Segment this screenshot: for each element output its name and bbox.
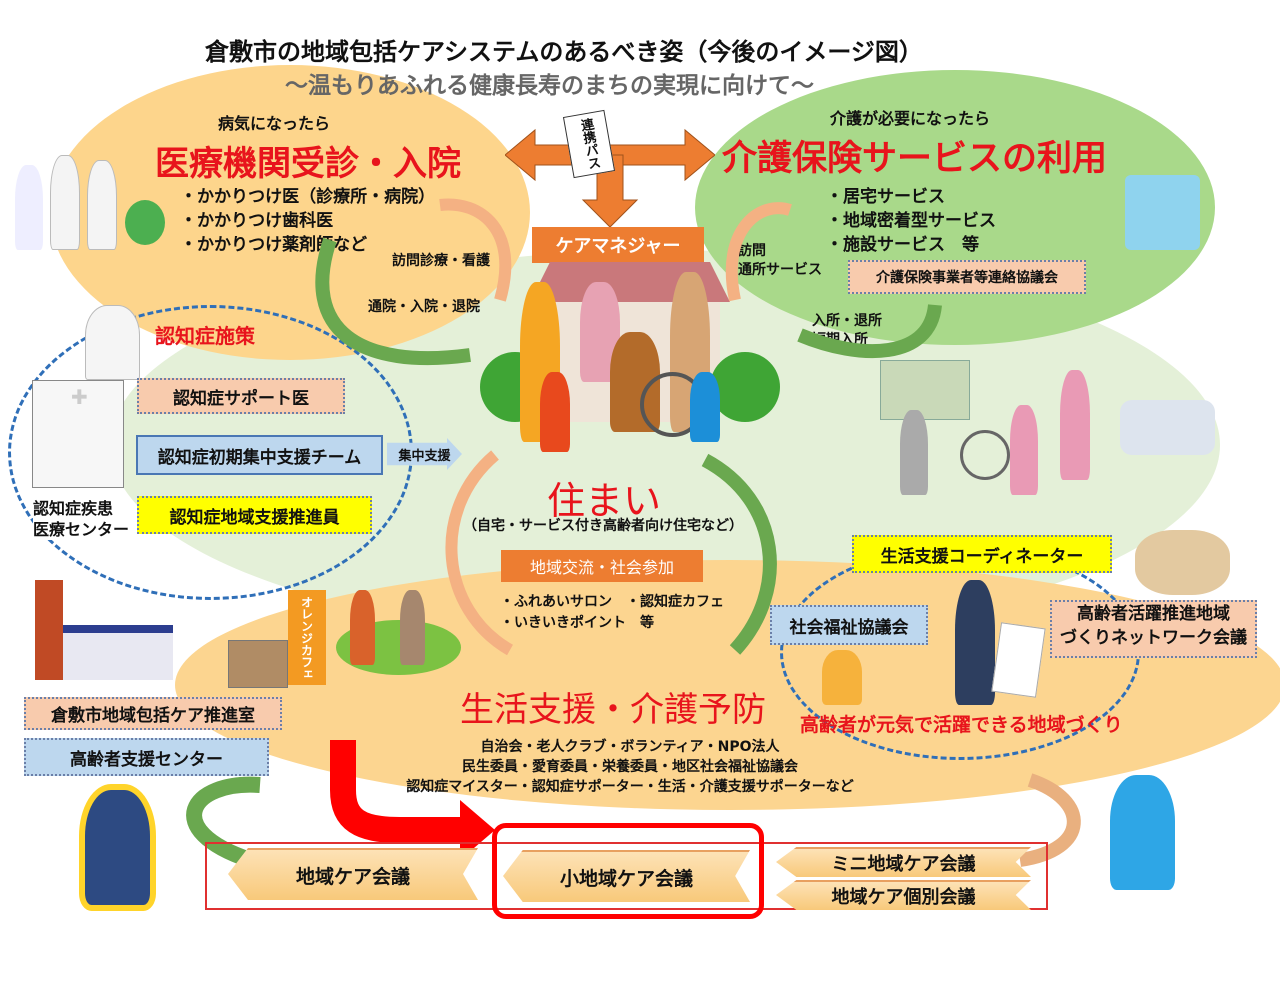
orange-cafe-label: オレンジカフェ xyxy=(299,595,314,680)
orange-cafe-leaflet: オレンジカフェ xyxy=(288,590,326,685)
cook-illustration xyxy=(822,650,862,705)
page-subtitle: ～温もりあふれる健康長寿のまちの実現に向けて～ xyxy=(285,73,814,99)
meeting-illustration xyxy=(1135,530,1230,595)
care-heading: 介護保険サービスの利用 xyxy=(722,139,1108,179)
housing-sub: （自宅・サービス付き高齢者向け住宅など） xyxy=(463,518,743,534)
family-house-illustration xyxy=(480,262,780,462)
exchange-item: ・ふれあいサロン ・認知症カフェ xyxy=(500,594,724,610)
exchange-items: ・ふれあいサロン ・認知症カフェ・いきいきポイント 等 xyxy=(500,592,724,634)
label: 訪問 xyxy=(738,243,766,259)
promoter-box: 認知症地域支援推進員 xyxy=(137,496,372,534)
cafe-photo xyxy=(228,640,288,688)
support-doctor-box: 認知症サポート医 xyxy=(137,378,345,414)
care-items: ・居宅サービス ・地域密着型サービス ・施設サービス 等 xyxy=(826,185,996,257)
label: 入所・退所 xyxy=(812,313,882,329)
care-manager-label: ケアマネジャー xyxy=(532,227,704,263)
medical-pre: 病気になったら xyxy=(218,114,331,133)
dementia-heading: 認知症施策 xyxy=(155,324,255,348)
mini-meeting[interactable]: ミニ地域ケア会議 xyxy=(776,847,1031,877)
meetings-frame xyxy=(205,842,1048,910)
life-lines: 自治会・老人クラブ・ボランティア・NPO法人民生委員・愛育委員・栄養委員・地区社… xyxy=(390,737,870,797)
life-heading: 生活支援・介護予防 xyxy=(460,690,766,730)
active-community-label: 高齢者が元気で活躍できる地域づくり xyxy=(800,714,1123,736)
exercise-person xyxy=(400,590,425,665)
small-area-meeting[interactable]: 小地域ケア会議 xyxy=(503,850,750,902)
medical-items: ・かかりつけ医（診療所・病院） ・かかりつけ歯科医 ・かかりつけ薬剤師など xyxy=(180,185,435,257)
bath-care-illustration xyxy=(1125,175,1200,250)
housing-heading: 住まい xyxy=(547,479,662,523)
individual-meeting[interactable]: 地域ケア個別会議 xyxy=(776,880,1031,910)
coordinator-box: 生活支援コーディネーター xyxy=(852,535,1112,573)
shakyo-box: 社会福祉協議会 xyxy=(770,605,928,645)
label: づくりネットワーク会議 xyxy=(1060,628,1247,648)
medical-item: ・かかりつけ歯科医 xyxy=(180,211,334,231)
exchange-box: 地域交流・社会参加 xyxy=(501,550,703,582)
page-title: 倉敷市の地域包括ケアシステムのあるべき姿（今後のイメージ図） xyxy=(205,38,923,66)
doctor-illustration xyxy=(85,305,140,380)
initial-team-box: 認知症初期集中支援チーム xyxy=(136,435,383,475)
city-hall-illustration xyxy=(35,580,175,685)
label: 医療センター xyxy=(33,520,130,539)
care-pre: 介護が必要になったら xyxy=(830,109,991,128)
medical-item: ・かかりつけ医（診療所・病院） xyxy=(180,187,436,207)
visit-care-label: 訪問診療・看護 xyxy=(392,253,490,269)
medical-heading: 医療機関受診・入院 xyxy=(155,144,461,184)
down-arrow-icon xyxy=(581,154,639,228)
flyer-illustration xyxy=(991,622,1046,698)
exchange-item: ・いきいきポイント 等 xyxy=(500,615,654,631)
medical-center-label: 認知症疾患医療センター xyxy=(33,498,130,540)
staff-illustration xyxy=(1110,775,1175,890)
businessman-illustration xyxy=(955,580,995,705)
hospital-illustration: ✚ xyxy=(32,380,124,488)
care-item: ・施設サービス 等 xyxy=(826,235,979,255)
small-meeting-highlight xyxy=(492,823,764,919)
city-office-box: 倉敷市地域包括ケア推進室 xyxy=(24,697,282,730)
home-visit-label: 訪問通所サービス xyxy=(738,242,822,280)
care-council-box: 介護保険事業者等連絡協議会 xyxy=(848,260,1086,294)
official-illustration xyxy=(85,790,150,905)
label: 認知症疾患 xyxy=(33,499,114,518)
exercise-person xyxy=(350,590,375,665)
life-line: 自治会・老人クラブ・ボランティア・NPO法人 xyxy=(480,739,780,755)
doctors-illustration xyxy=(15,155,165,255)
care-item: ・地域密着型サービス xyxy=(826,211,996,231)
regional-meeting[interactable]: 地域ケア会議 xyxy=(228,848,478,900)
hospital-flow-label: 通院・入院・退院 xyxy=(368,299,480,315)
support-center-box: 高齢者支援センター xyxy=(24,738,269,776)
link-arrows xyxy=(505,128,715,228)
label: 通所サービス xyxy=(738,262,822,278)
label: 高齢者活躍推進地域 xyxy=(1077,604,1230,624)
life-line: 民生委員・愛育委員・栄養委員・地区社会福祉協議会 xyxy=(462,759,798,775)
facility-illustration xyxy=(870,360,1220,500)
admission-label: 入所・退所短期入所 xyxy=(812,312,882,350)
life-line: 認知症マイスター・認知症サポーター・生活・介護支援サポーターなど xyxy=(406,779,854,795)
care-item: ・居宅サービス xyxy=(826,187,945,207)
network-box: 高齢者活躍推進地域づくりネットワーク会議 xyxy=(1050,600,1257,658)
label: 短期入所 xyxy=(812,332,868,348)
